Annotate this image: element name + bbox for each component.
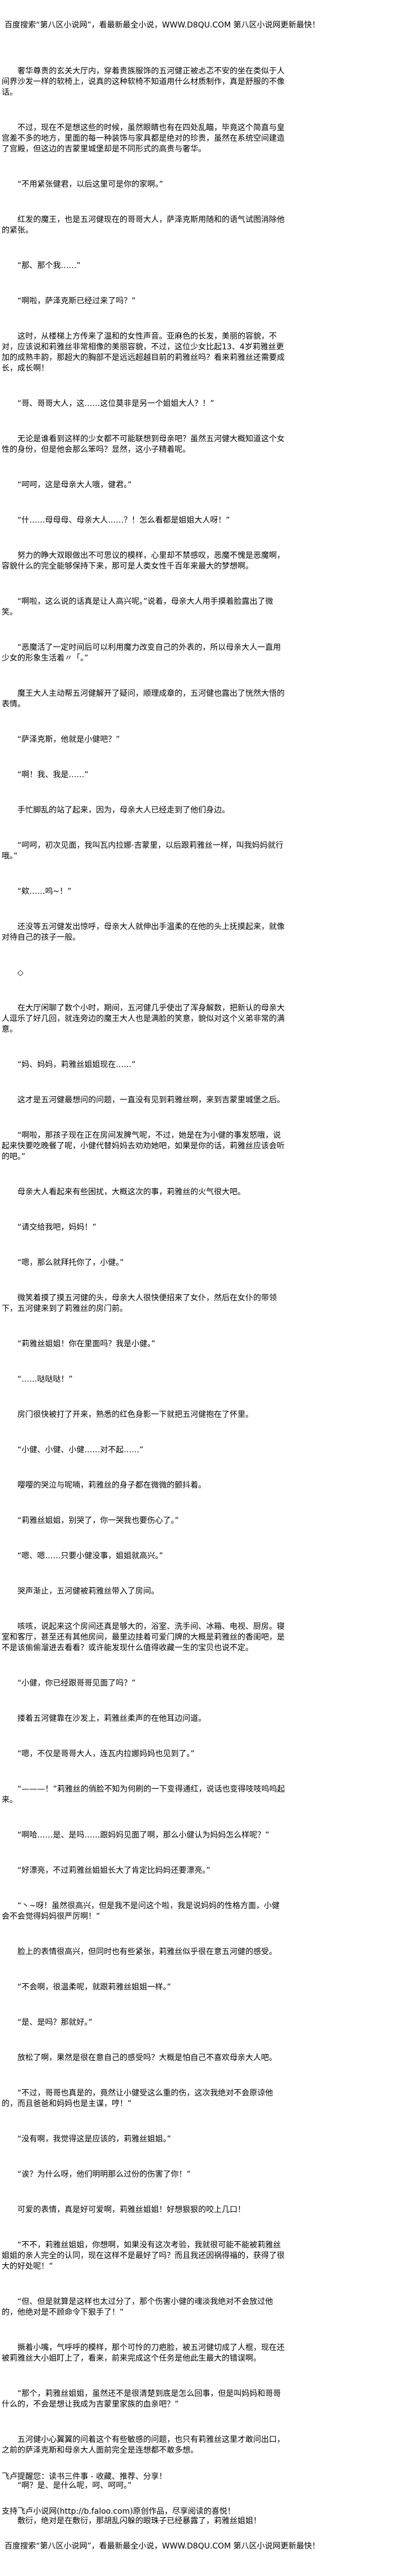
- chapter-paragraph: “啊啦，那孩子现在正在房间发脾气呢，不过，她是在为小健的事发怒哦，说起来快要吃晚…: [2, 1131, 285, 1161]
- site-banner-bottom: 百度搜索“第八区小说网”，看最新最全小说，WWW.D8QU.COM 第八区小说网…: [4, 2542, 320, 2551]
- chapter-paragraph: 脸上的表情很高兴，但同时也有些紧张，莉雅丝似乎很在意五河健的感受。: [17, 1947, 277, 1956]
- chapter-paragraph: 不过，现在不是想这些的时候，虽然眼睛也有在四处乱瞄，毕竟这个简直与皇宫差不多的地…: [2, 123, 285, 154]
- chapter-paragraph: 奢华尊贵的玄关大厅内，穿着贵族服饰的五河健正被忐忑不安的坐在类似于人间界沙发一样…: [2, 67, 285, 97]
- chapter-paragraph: “啊！我、我是……”: [17, 770, 89, 779]
- chapter-paragraph: “是、是吗？那就好。”: [17, 2018, 93, 2027]
- chapter-paragraph: 无论是谁看到这样的少女都不可能联想到母亲吧？虽然五河健大概知道这个女性的身份，但…: [2, 435, 285, 454]
- chapter-body: 奢华尊贵的玄关大厅内，穿着贵族服饰的五河健正被忐忑不安的坐在类似于人间界沙发一样…: [2, 66, 286, 2551]
- chapter-paragraph: 撅着小嘴，气呼呼的模样，那个可怜的刀疤脸，被五河健切成了人棍，现在还被莉雅丝大小…: [2, 2343, 285, 2363]
- site-banner-top: 百度搜索“第八区小说网”，看最新最全小说，WWW.D8QU.COM 第八区小说网…: [4, 21, 320, 30]
- chapter-paragraph: 这才是五河健最想问的问题，一直没有见到莉雅丝啊，来到吉蒙里城堡之后。: [17, 1096, 285, 1105]
- chapter-paragraph: “请交给我吧，妈妈！”: [17, 1223, 97, 1232]
- chapter-paragraph: “不不，莉雅丝姐姐，你想啊，如果没有这次考验，我就很可能不能被莉雅丝姐姐的亲人完…: [2, 2241, 285, 2271]
- chapter-paragraph: 还没等五河健发出惊呼，母亲大人就伸出手温柔的在他的头上抚摸起来，就像对待自己的孩…: [2, 922, 285, 942]
- chapter-paragraph: “但、但是就算是这样也太过分了，那个伤害小健的魂淡我绝对不会放过他的，他绝对是不…: [2, 2297, 273, 2317]
- chapter-paragraph: 搂着五河健靠在沙发上，莉雅丝柔声的在他耳边问道。: [17, 1714, 206, 1723]
- chapter-paragraph: “诶？为什么呀，他们明明那么过份的伤害了你！”: [17, 2170, 191, 2179]
- chapter-paragraph: 可爱的表情，真是好可爱啊，莉雅丝姐姐！好想狠狠的咬上几口！: [17, 2205, 245, 2214]
- chapter-paragraph: “莉雅丝姐姐，别哭了，你一哭我也要伤心了。”: [17, 1516, 179, 1525]
- chapter-paragraph: 在大厅闲聊了数个小时，期间，五河健几乎使出了浑身解数，把新认的母亲大人逗乐了好几…: [2, 1004, 285, 1034]
- chapter-paragraph: “萨泽克斯，他就是小健吧？”: [17, 735, 120, 744]
- chapter-paragraph: 微笑着摸了摸五河健的头，母亲大人很快便招来了女仆，然后在女仆的带领下，五河健来到…: [2, 1294, 277, 1313]
- chapter-paragraph: “什……母母母、母亲大人……？！怎么看都是姐姐大人呀！”: [17, 516, 230, 525]
- chapter-paragraph: 魔王大人主动帮五河健解开了疑问，顺理成章的，五河健也露出了恍然大悟的表情。: [2, 689, 285, 709]
- chapter-paragraph: “呵呵，这是母亲大人哦，健君。”: [17, 481, 132, 490]
- chapter-paragraph: “嗯，不仅是哥哥大人，连瓦内拉娜妈妈也见到了。”: [17, 1749, 195, 1758]
- chapter-paragraph: ◇: [17, 968, 24, 977]
- chapter-paragraph: “妈、妈妈，莉雅丝姐姐现在……”: [17, 1060, 136, 1069]
- chapter-paragraph: “小健，你已经跟哥哥见面了吗？”: [17, 1679, 136, 1688]
- support-notice: 支持飞卢小说网(http://b.faloo.com)原创作品，尽享阅读的喜悦！: [2, 2507, 235, 2516]
- chapter-paragraph: 这时，从楼梯上方传来了温和的女性声音。亚麻色的长发，美丽的容貌，不对，应该说和莉…: [2, 332, 285, 373]
- chapter-paragraph: “不过，哥哥也真是的，竟然让小健受这么重的伤，这次我绝对不会原谅他的，而且爸爸和…: [2, 2089, 273, 2108]
- chapter-paragraph: 母亲大人看起来有些困扰，大概这次的事，莉雅丝的火气很大吧。: [17, 1188, 245, 1197]
- chapter-paragraph: “呵呵，初次见面，我叫瓦内拉娜·吉蒙里，以后跟莉雅丝一样，叫我妈妈就行哦。”: [2, 841, 284, 861]
- chapter-paragraph: “小健、小健、小健……对不起……”: [17, 1446, 144, 1455]
- chapter-paragraph: “嗯、嗯……只要小健没事，姐姐就高兴。”: [17, 1552, 163, 1561]
- chapter-paragraph: “那、那个我……”: [17, 261, 81, 270]
- reading-reminder: 飞卢提醒您：读书三件事 - 收藏、推荐、分享！: [2, 2472, 167, 2481]
- chapter-paragraph: “啊哈……是、是吗……跟妈妈见面了啊，那么小健认为妈妈怎么样呢？”: [17, 1831, 269, 1840]
- chapter-paragraph: “没有啊，我觉得这是应该的，莉雅丝姐姐。”: [17, 2135, 171, 2144]
- chapter-paragraph: 房门很快被打了开来，熟悉的红色身影一下就把五河健抱在了怀里。: [17, 1410, 253, 1419]
- chapter-paragraph: “啊啦，萨泽克斯已经过来了吗？”: [17, 297, 136, 306]
- chapter-paragraph: 五河健小心翼翼的问着这个有些敏感的问题，也只有莉雅丝这里才敢问出口，之前的萨泽克…: [2, 2435, 285, 2455]
- chapter-paragraph: “不会啊，很温柔呢，就跟莉雅丝姐姐一样。”: [17, 1983, 171, 1992]
- chapter-paragraph: “———！”莉雅丝的俏脸不知为何刷的一下变得通红，说话也变得吱吱呜呜起来。: [2, 1785, 285, 1804]
- chapter-paragraph: “……哒哒哒！”: [17, 1375, 73, 1384]
- chapter-paragraph: 咳咳，说起来这个房间还真是够大的，浴室、洗手间、冰箱、电视、厨房。寝室和客厅，甚…: [2, 1622, 285, 1652]
- chapter-paragraph: “莉雅丝姐姐！你在里面吗？我是小健。”: [17, 1340, 156, 1349]
- chapter-paragraph: “嗯，那么就拜托你了，小健。”: [17, 1258, 124, 1267]
- chapter-paragraph: “那个，莉雅丝姐姐，虽然还不是很清楚到底是怎么回事，但是叫妈妈和哥哥什么的，不会…: [2, 2389, 281, 2409]
- chapter-paragraph: “不用紧张健君，以后这里可是你的家啊。”: [17, 180, 163, 189]
- chapter-paragraph: “哥、哥哥大人，这……这位莫非是另一个姐姐大人？！”: [17, 399, 214, 408]
- chapter-paragraph: “啊啦，这么说的话真是让人高兴呢。”说着，母亲大人用手摸着脸露出了微笑。: [2, 597, 273, 617]
- chapter-paragraph: 嘤嘤的哭泣与呢喃，莉雅丝的身子都在微微的颤抖着。: [17, 1481, 206, 1490]
- chapter-paragraph: “恶魔活了一定时间后可以利用魔力改变自己的外表的，所以母亲大人一直用少女的形象生…: [2, 643, 281, 663]
- chapter-paragraph: 哭声渐止，五河健被莉雅丝带入了房间。: [17, 1587, 159, 1596]
- chapter-paragraph: 努力的睁大双眼做出不可思议的模样，心里却不禁感叹，恶魔不愧是恶魔啊，容貌什么的完…: [2, 551, 285, 571]
- chapter-paragraph: 手忙脚乱的站了起来，因为，母亲大人已经走到了他们身边。: [17, 806, 230, 815]
- chapter-paragraph: “丶~呀！虽然很高兴，但是我不是问这个啦，我是说妈妈的性格方面，小健会不会觉得妈…: [2, 1901, 280, 1921]
- chapter-paragraph: 红发的魔王，也是五河健现在的哥哥大人，萨泽克斯用随和的语气试图消除他的紧张。: [2, 215, 285, 235]
- chapter-paragraph: “好漂亮，不过莉雅丝姐姐长大了肯定比妈妈还要漂亮。”: [17, 1866, 211, 1875]
- chapter-paragraph: “欸……呜~！”: [17, 887, 72, 896]
- page-footer: 飞卢提醒您：读书三件事 - 收藏、推荐、分享！ 支持飞卢小说网(http://b…: [2, 2472, 389, 2576]
- chapter-paragraph: 敷衍，绝对是在敷衍，那胡乱闪躲的眼珠子已经暴露了，莉雅丝姐姐！: [17, 2517, 261, 2526]
- chapter-paragraph: 放松了啊，果然是很在意自己的感受吗？大概是怕自己不喜欢母亲大人吧。: [17, 2053, 277, 2062]
- chapter-paragraph: “啊？是、是什么呢，呵、呵呵。”: [17, 2481, 132, 2490]
